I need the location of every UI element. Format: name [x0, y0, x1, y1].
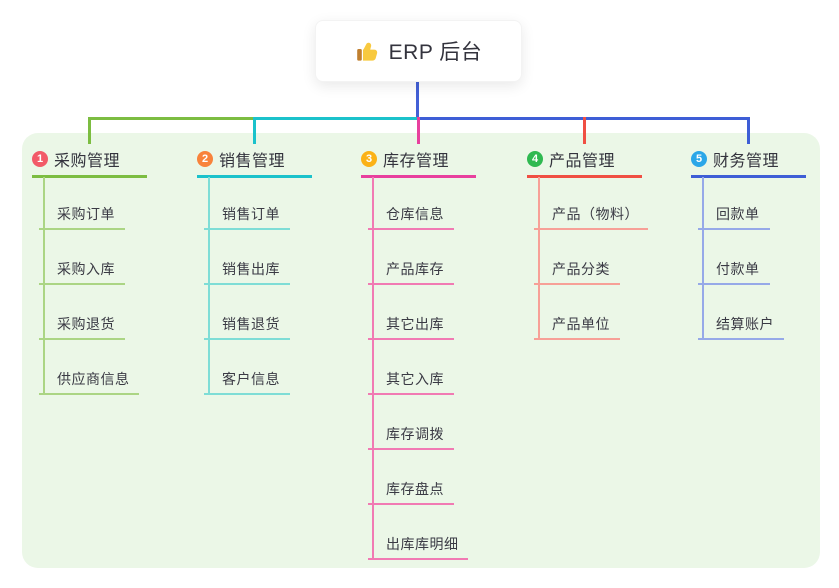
item-label[interactable]: 客户信息 [222, 371, 280, 387]
item-label[interactable]: 销售退货 [222, 316, 280, 332]
branch-drop-line [417, 117, 420, 144]
branch-drop-line [747, 117, 750, 144]
branch-spine-line [372, 177, 374, 560]
branch-number-badge: 5 [691, 151, 707, 167]
root-node[interactable]: ERP 后台 [315, 20, 522, 82]
item-label[interactable]: 采购入库 [57, 261, 115, 277]
branch-drop-line [253, 117, 256, 144]
item-underline [368, 228, 454, 230]
item-underline [698, 338, 784, 340]
item-label[interactable]: 采购订单 [57, 206, 115, 222]
branch-drop-line [583, 117, 586, 144]
branch-underline [691, 175, 806, 178]
branch-underline [361, 175, 476, 178]
item-label[interactable]: 结算账户 [716, 316, 774, 332]
item-underline [204, 283, 290, 285]
bus-segment-green [88, 117, 256, 120]
item-label[interactable]: 产品单位 [552, 316, 610, 332]
item-label[interactable]: 其它入库 [386, 371, 444, 387]
item-underline [698, 283, 770, 285]
branch-drop-line [88, 117, 91, 144]
branch-label: 产品管理 [549, 153, 616, 170]
item-underline [204, 338, 290, 340]
item-underline [39, 338, 125, 340]
item-underline [368, 283, 454, 285]
thumbs-up-icon [356, 42, 377, 61]
item-label[interactable]: 库存盘点 [386, 481, 444, 497]
branch-underline [197, 175, 312, 178]
branch-underline [527, 175, 642, 178]
item-underline [534, 283, 620, 285]
item-underline [39, 393, 139, 395]
item-underline [204, 228, 290, 230]
branch-spine-line [208, 177, 210, 395]
item-underline [368, 503, 454, 505]
branch-heading[interactable]: 2 销售管理 [197, 149, 286, 170]
item-label[interactable]: 采购退货 [57, 316, 115, 332]
branch-spine-line [43, 177, 45, 395]
branch-spine-line [538, 177, 540, 340]
item-underline [39, 228, 125, 230]
branch-heading[interactable]: 5 财务管理 [691, 149, 780, 170]
branch-heading[interactable]: 4 产品管理 [527, 149, 616, 170]
item-label[interactable]: 其它出库 [386, 316, 444, 332]
root-title: ERP 后台 [388, 41, 483, 64]
item-underline [368, 558, 468, 560]
branch-label: 库存管理 [383, 153, 450, 170]
branch-label: 财务管理 [713, 153, 780, 170]
item-label[interactable]: 产品分类 [552, 261, 610, 277]
item-label[interactable]: 库存调拨 [386, 426, 444, 442]
branch-heading[interactable]: 1 采购管理 [32, 149, 121, 170]
item-underline [368, 448, 454, 450]
item-label[interactable]: 产品（物料） [552, 206, 639, 222]
item-underline [534, 228, 648, 230]
item-underline [368, 393, 454, 395]
item-label[interactable]: 回款单 [716, 206, 760, 222]
branch-label: 销售管理 [219, 153, 286, 170]
item-label[interactable]: 仓库信息 [386, 206, 444, 222]
root-stem-line [416, 82, 419, 118]
item-label[interactable]: 出库库明细 [386, 536, 459, 552]
branch-number-badge: 1 [32, 151, 48, 167]
branch-number-badge: 3 [361, 151, 377, 167]
branches-background-panel [22, 133, 820, 568]
branch-label: 采购管理 [54, 153, 121, 170]
item-underline [204, 393, 290, 395]
item-label[interactable]: 供应商信息 [57, 371, 130, 387]
branch-number-badge: 4 [527, 151, 543, 167]
item-label[interactable]: 产品库存 [386, 261, 444, 277]
bus-segment-teal [253, 117, 419, 120]
item-label[interactable]: 销售出库 [222, 261, 280, 277]
branch-number-badge: 2 [197, 151, 213, 167]
branch-spine-line [702, 177, 704, 340]
item-label[interactable]: 销售订单 [222, 206, 280, 222]
item-underline [39, 283, 125, 285]
item-underline [698, 228, 770, 230]
branch-heading[interactable]: 3 库存管理 [361, 149, 450, 170]
item-underline [368, 338, 454, 340]
branch-underline [32, 175, 147, 178]
item-label[interactable]: 付款单 [716, 261, 760, 277]
item-underline [534, 338, 620, 340]
